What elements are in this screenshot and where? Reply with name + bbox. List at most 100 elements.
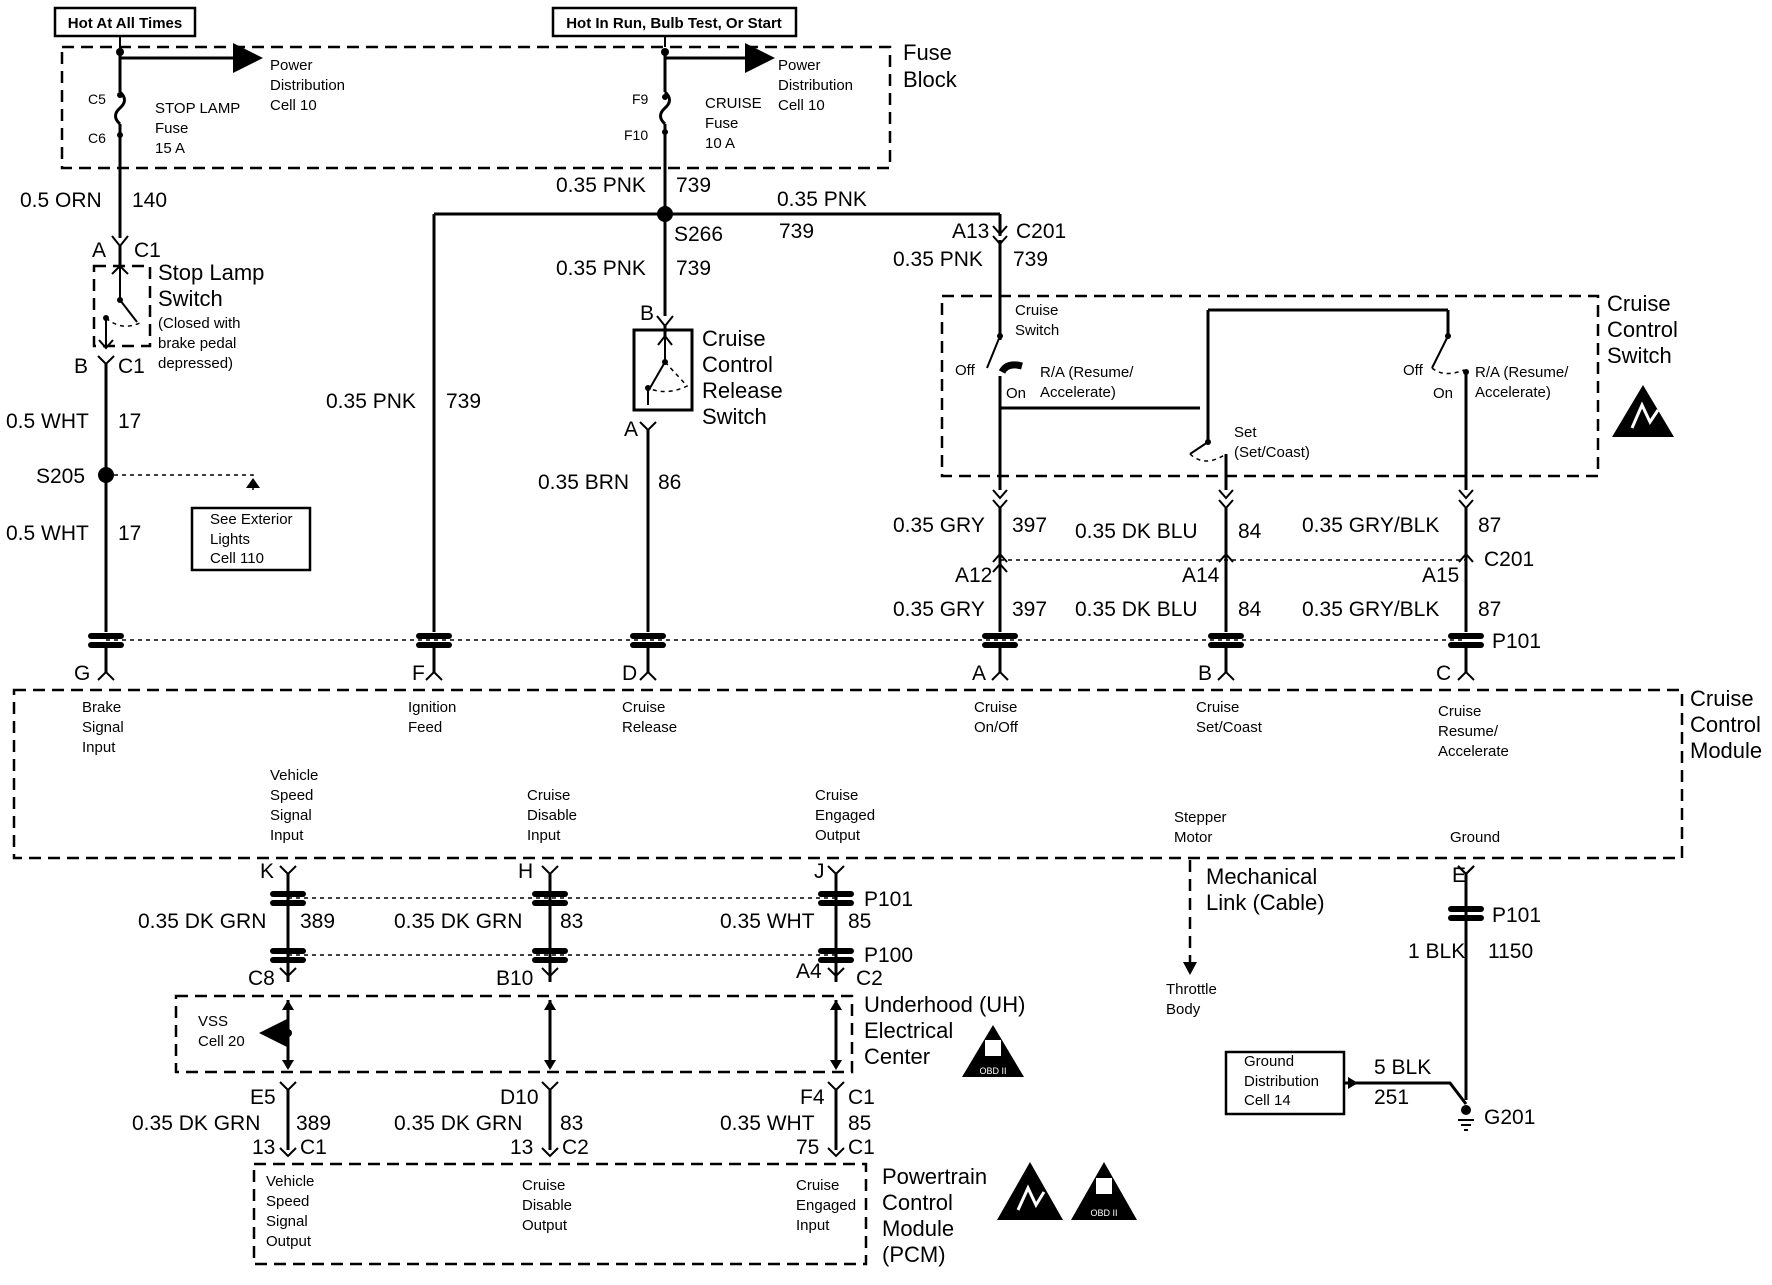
svg-text:0.35 GRY: 0.35 GRY	[893, 598, 985, 621]
svg-text:K: K	[260, 860, 274, 883]
svg-text:See Exterior: See Exterior	[210, 511, 293, 528]
svg-text:397: 397	[1012, 514, 1047, 537]
svg-text:CRUISE: CRUISE	[705, 95, 762, 112]
svg-text:Cell 14: Cell 14	[1244, 1092, 1291, 1109]
connector-c201-lower	[992, 489, 1474, 632]
svg-text:Switch: Switch	[1015, 322, 1059, 339]
svg-text:On/Off: On/Off	[974, 719, 1019, 736]
svg-text:Release: Release	[702, 378, 783, 403]
svg-text:Ignition: Ignition	[408, 699, 456, 716]
svg-text:OBD II: OBD II	[1090, 1208, 1117, 1218]
svg-text:Input: Input	[82, 739, 116, 756]
svg-text:Switch: Switch	[702, 404, 767, 429]
svg-text:Output: Output	[266, 1233, 312, 1250]
svg-text:C1: C1	[134, 239, 161, 262]
svg-text:(Set/Coast): (Set/Coast)	[1234, 444, 1310, 461]
svg-text:Disable: Disable	[527, 807, 577, 824]
svg-text:0.35 PNK: 0.35 PNK	[777, 188, 867, 211]
svg-text:C201: C201	[1016, 220, 1066, 243]
svg-text:Body: Body	[1166, 1001, 1201, 1018]
svg-text:Cruise: Cruise	[974, 699, 1017, 716]
svg-text:F9: F9	[632, 91, 649, 107]
svg-text:83: 83	[560, 1112, 583, 1135]
obd-ii-badge-uh: OBD II	[962, 1025, 1024, 1077]
svg-text:739: 739	[1013, 248, 1048, 271]
svg-text:1 BLK: 1 BLK	[1408, 940, 1465, 963]
svg-text:Switch: Switch	[1607, 343, 1672, 368]
svg-text:Cruise: Cruise	[527, 787, 570, 804]
svg-text:17: 17	[118, 410, 141, 433]
svg-text:Cruise: Cruise	[1015, 302, 1058, 319]
svg-text:Throttle: Throttle	[1166, 981, 1217, 998]
svg-text:Mechanical: Mechanical	[1206, 864, 1317, 889]
cruise-on-off-switch: Cruise Switch Off On R/A (Resume/ Accele…	[955, 302, 1200, 490]
svg-text:Fuse: Fuse	[155, 120, 188, 137]
pcm-outline	[252, 1162, 868, 1266]
resume-accelerate-switch: Off On R/A (Resume/ Accelerate)	[1403, 310, 1569, 490]
svg-text:0.5 WHT: 0.5 WHT	[6, 522, 89, 545]
svg-text:Accelerate: Accelerate	[1438, 743, 1509, 760]
svg-text:Cruise: Cruise	[1438, 703, 1481, 720]
svg-text:G201: G201	[1484, 1106, 1535, 1129]
svg-text:0.35 GRY/BLK: 0.35 GRY/BLK	[1302, 598, 1439, 621]
see-exterior-lights-box: See Exterior Lights Cell 110	[190, 506, 312, 572]
svg-text:0.35 PNK: 0.35 PNK	[893, 248, 983, 271]
svg-text:B: B	[74, 355, 88, 378]
svg-text:P101: P101	[864, 888, 913, 911]
svg-text:739: 739	[779, 220, 814, 243]
svg-text:0.35 PNK: 0.35 PNK	[556, 174, 646, 197]
svg-text:C2: C2	[856, 967, 883, 990]
svg-text:Powertrain: Powertrain	[882, 1164, 987, 1189]
svg-text:85: 85	[848, 1112, 871, 1135]
svg-text:Electrical: Electrical	[864, 1018, 953, 1043]
svg-text:251: 251	[1374, 1086, 1409, 1109]
svg-text:Signal: Signal	[82, 719, 124, 736]
svg-text:Center: Center	[864, 1044, 930, 1069]
svg-text:Signal: Signal	[270, 807, 312, 824]
svg-text:Set: Set	[1234, 424, 1257, 441]
svg-text:Stop Lamp: Stop Lamp	[158, 260, 264, 285]
svg-text:C201: C201	[1484, 548, 1534, 571]
svg-text:Input: Input	[796, 1217, 830, 1234]
p100-connectors	[270, 948, 854, 978]
underhood-electrical-center-outline	[174, 994, 854, 1074]
svg-text:Distribution: Distribution	[778, 77, 853, 94]
svg-text:B: B	[1198, 662, 1212, 685]
splice-s205	[98, 467, 114, 483]
stop-lamp-fuse: C5 C6 STOP LAMP Fuse 15 A Power Distribu…	[88, 43, 345, 188]
pcm-labels: Vehicle Speed Signal Output Cruise Disab…	[266, 1173, 856, 1250]
svg-text:15 A: 15 A	[155, 140, 185, 157]
svg-text:C1: C1	[848, 1086, 875, 1109]
p101-lower-connectors	[270, 865, 1475, 982]
esd-warning-icon-pcm	[997, 1162, 1063, 1220]
svg-text:Power: Power	[270, 57, 313, 74]
set-coast-switch: Set (Set/Coast)	[1189, 308, 1448, 490]
svg-text:Module: Module	[882, 1216, 954, 1241]
svg-text:Set/Coast: Set/Coast	[1196, 719, 1263, 736]
svg-text:Lights: Lights	[210, 531, 250, 548]
svg-text:F: F	[412, 662, 425, 685]
svg-text:Cell 10: Cell 10	[778, 97, 825, 114]
svg-text:brake pedal: brake pedal	[158, 335, 236, 352]
svg-text:On: On	[1433, 385, 1453, 402]
svg-text:Vehicle: Vehicle	[270, 767, 318, 784]
svg-text:P100: P100	[864, 944, 913, 967]
svg-text:0.35 BRN: 0.35 BRN	[538, 471, 629, 494]
svg-text:STOP LAMP: STOP LAMP	[155, 100, 240, 117]
svg-text:(PCM): (PCM)	[882, 1242, 946, 1267]
svg-text:Feed: Feed	[408, 719, 442, 736]
svg-text:B10: B10	[496, 967, 533, 990]
svg-text:Cell 10: Cell 10	[270, 97, 317, 114]
cruise-control-release-switch: Cruise Control Release Switch	[632, 326, 783, 429]
svg-text:Vehicle: Vehicle	[266, 1173, 314, 1190]
svg-text:5 BLK: 5 BLK	[1374, 1056, 1431, 1079]
svg-text:Cell 20: Cell 20	[198, 1033, 245, 1050]
svg-text:0.35 PNK: 0.35 PNK	[326, 390, 416, 413]
svg-text:Signal: Signal	[266, 1213, 308, 1230]
svg-text:Cruise: Cruise	[622, 699, 665, 716]
svg-text:Cruise: Cruise	[702, 326, 766, 351]
svg-text:C5: C5	[88, 91, 106, 107]
svg-text:0.35 DK BLU: 0.35 DK BLU	[1075, 598, 1198, 621]
svg-text:D: D	[622, 662, 637, 685]
